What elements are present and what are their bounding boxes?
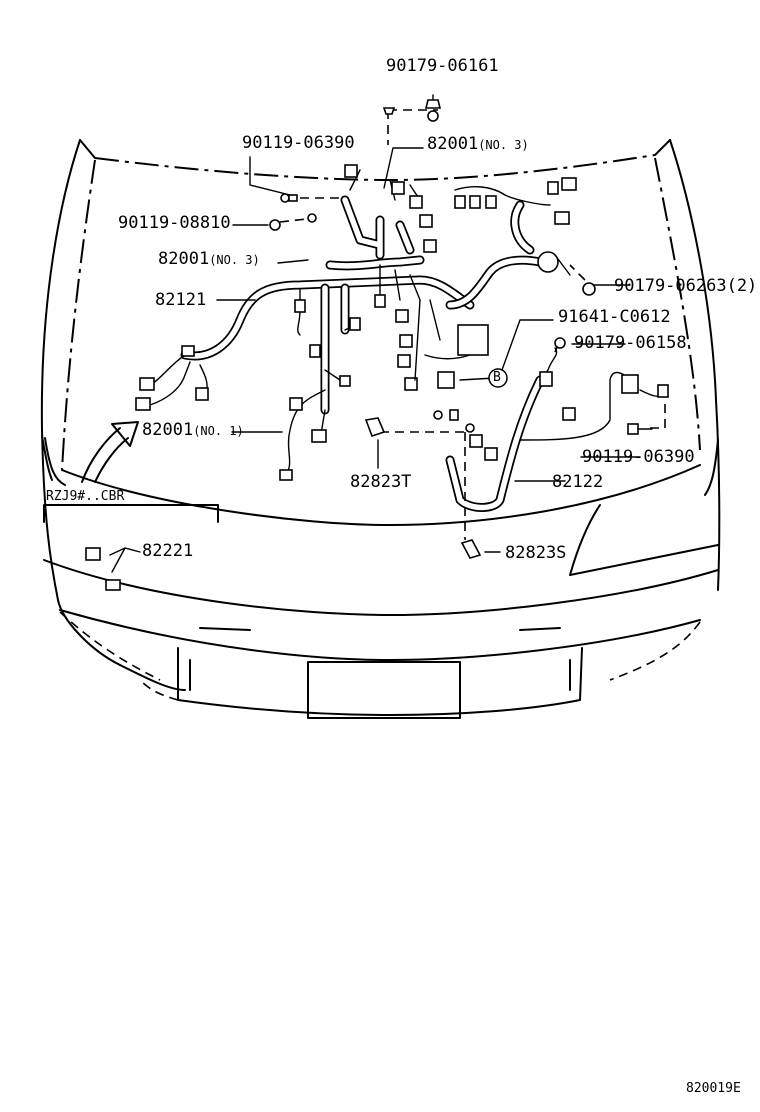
part-note: (NO. 3) (478, 138, 529, 152)
part-label-90119-08810: 90119-08810 (118, 213, 231, 233)
part-label-90179-06263: 90179-06263(2) (614, 276, 758, 296)
part-label-91641-c0612: 91641-C0612 (558, 307, 671, 327)
part-label-82221: 82221 (142, 541, 194, 561)
part-note: (NO. 1) (193, 424, 244, 438)
part-label-82122: 82122 (552, 472, 604, 492)
harness-82001-engine (325, 164, 489, 391)
part-label-90119-06390-right: 90119-06390 (582, 447, 695, 467)
part-label-90119-06390-top: 90119-06390 (242, 133, 355, 153)
part-note: (NO. 3) (209, 253, 260, 267)
part-label-82823t: 82823T (350, 472, 412, 492)
harness-82122 (445, 347, 669, 512)
harness-right-upper (445, 177, 577, 310)
ref-marker-b-label: B (493, 370, 501, 385)
part-number: 82001 (142, 420, 194, 440)
direction-arrow (81, 421, 139, 483)
part-label-82001-left: 82001(NO. 3) (158, 251, 260, 268)
part-label-82121: 82121 (155, 290, 207, 310)
part-label-82001-top: 82001(NO. 3) (427, 136, 529, 153)
part-number: 82001 (158, 249, 210, 269)
leader-lines (109, 94, 666, 573)
part-number: 82001 (427, 134, 479, 154)
part-label-90179-06161: 90179-06161 (386, 56, 499, 76)
fasteners (85, 99, 653, 591)
variant-label: RZJ9#..CBR (46, 489, 125, 504)
part-label-82001-no1: 82001(NO. 1) (142, 422, 244, 439)
variant-frame (43, 504, 219, 523)
ref-marker-b (488, 368, 508, 388)
figure-code: 820019E (686, 1081, 741, 1096)
harness-82121 (135, 275, 475, 481)
part-label-90179-06158: 90179-06158 (574, 333, 687, 353)
part-label-82823s: 82823S (505, 543, 567, 563)
